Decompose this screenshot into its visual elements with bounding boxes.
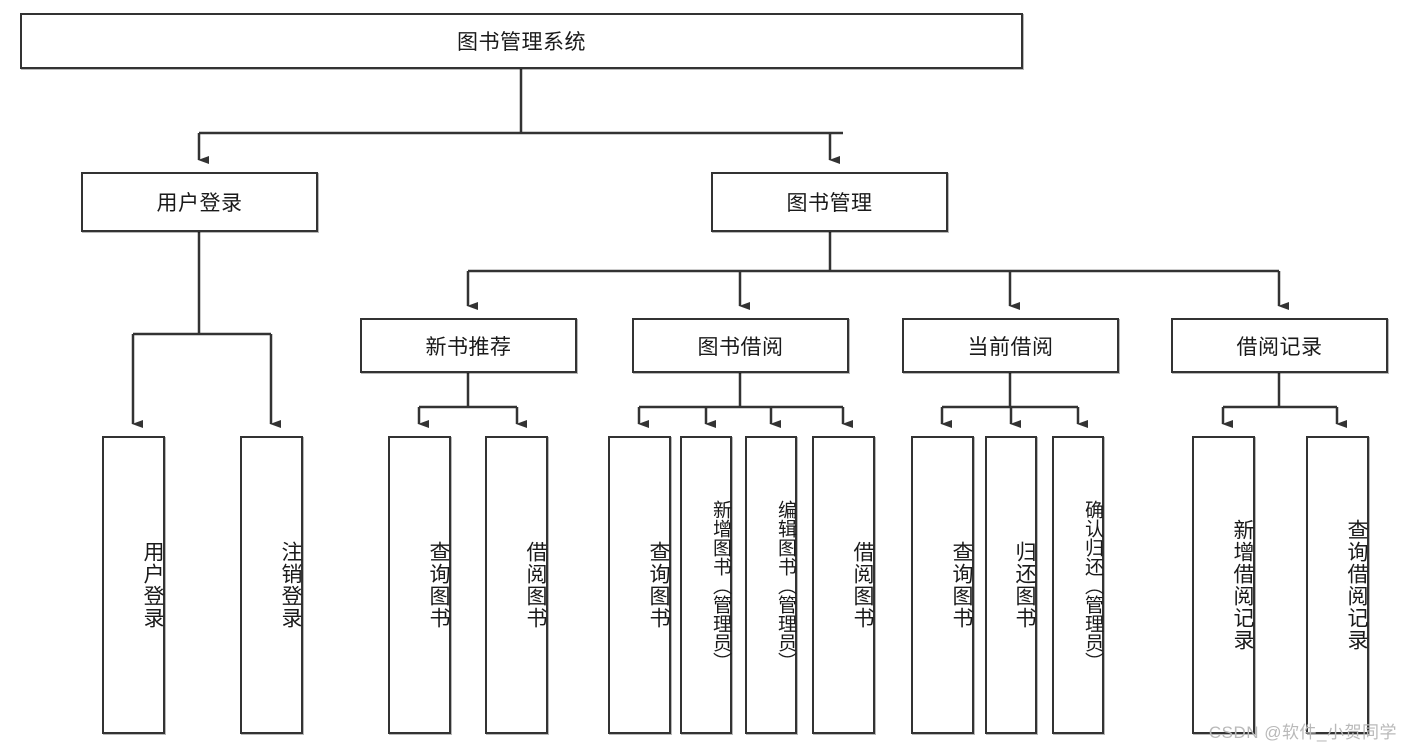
node-borrow-record-label: 借阅记录 [1236, 335, 1323, 359]
node-leaf-add-record-label: 新增借阅记录 [1231, 519, 1254, 651]
node-leaf-query-book-borrow-label: 查询图书 [647, 541, 670, 629]
node-leaf-confirm-return[interactable]: 确认归还（管理员） [1052, 436, 1104, 734]
node-current-borrow-label: 当前借阅 [967, 335, 1054, 359]
node-leaf-query-record-label: 查询借阅记录 [1345, 519, 1368, 651]
node-leaf-add-book[interactable]: 新增图书（管理员） [680, 436, 732, 734]
node-book-borrow-label: 图书借阅 [697, 335, 784, 359]
node-leaf-borrow-book-label: 借阅图书 [851, 541, 874, 629]
node-leaf-query-book-rec[interactable]: 查询图书 [388, 436, 451, 734]
node-leaf-return-book[interactable]: 归还图书 [985, 436, 1037, 734]
node-leaf-user-login-label: 用户登录 [141, 541, 164, 629]
csdn-watermark: CSDN @软件_小贺同学 [1208, 723, 1397, 742]
node-leaf-return-book-label: 归还图书 [1013, 541, 1036, 629]
node-leaf-borrow-book[interactable]: 借阅图书 [812, 436, 875, 734]
node-leaf-edit-book-label: 编辑图书（管理员） [775, 499, 796, 671]
node-leaf-confirm-return-label: 确认归还（管理员） [1082, 499, 1103, 671]
node-leaf-borrow-book-rec[interactable]: 借阅图书 [485, 436, 548, 734]
node-leaf-query-record[interactable]: 查询借阅记录 [1306, 436, 1369, 734]
node-user-login-label: 用户登录 [156, 192, 243, 215]
node-leaf-query-book-borrow[interactable]: 查询图书 [608, 436, 671, 734]
node-leaf-user-logout[interactable]: 注销登录 [240, 436, 303, 734]
node-leaf-query-book-rec-label: 查询图书 [427, 541, 450, 629]
node-borrow-record[interactable]: 借阅记录 [1171, 318, 1388, 373]
node-user-login[interactable]: 用户登录 [81, 172, 318, 232]
node-leaf-query-book-cur[interactable]: 查询图书 [911, 436, 974, 734]
node-leaf-user-login[interactable]: 用户登录 [102, 436, 165, 734]
node-root[interactable]: 图书管理系统 [20, 13, 1023, 69]
node-leaf-add-record[interactable]: 新增借阅记录 [1192, 436, 1255, 734]
node-leaf-user-logout-label: 注销登录 [279, 541, 302, 629]
node-book-borrow[interactable]: 图书借阅 [632, 318, 849, 373]
node-leaf-add-book-label: 新增图书（管理员） [710, 499, 731, 671]
node-book-manage[interactable]: 图书管理 [711, 172, 948, 232]
node-root-label: 图书管理系统 [457, 31, 586, 54]
node-book-manage-label: 图书管理 [786, 192, 873, 215]
node-leaf-edit-book[interactable]: 编辑图书（管理员） [745, 436, 797, 734]
node-leaf-query-book-cur-label: 查询图书 [950, 541, 973, 629]
node-current-borrow[interactable]: 当前借阅 [902, 318, 1119, 373]
node-leaf-borrow-book-rec-label: 借阅图书 [524, 541, 547, 629]
node-new-book-rec[interactable]: 新书推荐 [360, 318, 577, 373]
node-new-book-rec-label: 新书推荐 [425, 335, 512, 359]
